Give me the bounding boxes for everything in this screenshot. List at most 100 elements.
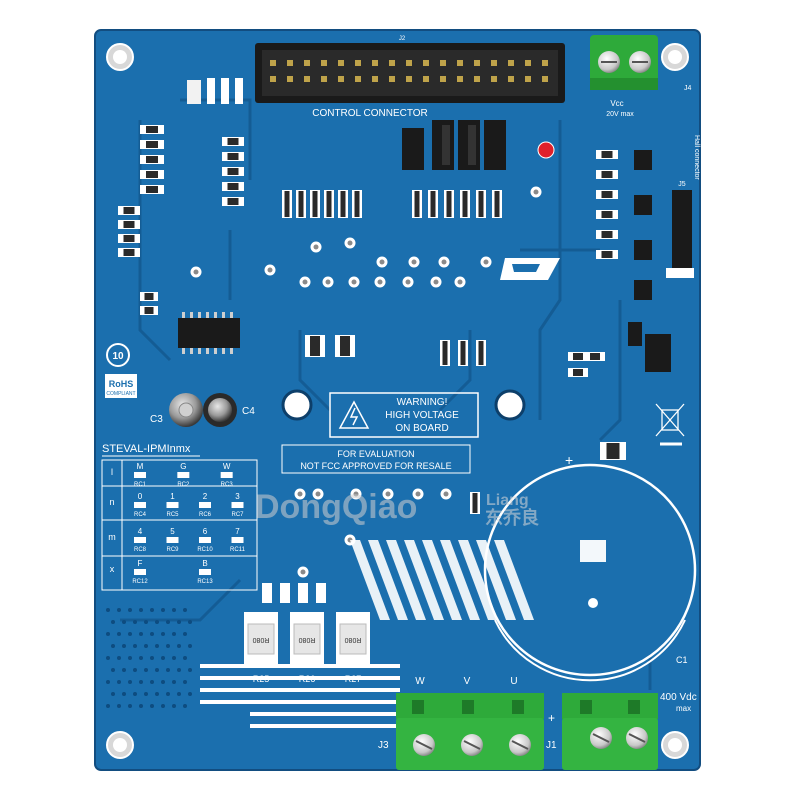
smd-part [470,492,480,514]
via [155,668,159,672]
power-pad [280,583,290,603]
test-point-center [483,259,489,265]
motor-terminal-j3: J3 [378,693,544,770]
option-ref: RC7 [231,512,244,518]
via [150,704,154,708]
smd-part [222,167,244,176]
c1-label: C1 [676,655,688,665]
via [161,656,165,660]
connector-pin [406,76,412,82]
power-pad [386,540,426,620]
smd-part [460,190,470,218]
via [106,608,110,612]
option-row-letter: m [108,532,116,542]
hall-connector-label: Hall connector [693,135,700,180]
smd-part [568,368,588,377]
option-code: 4 [138,527,143,536]
connector-pin [525,76,531,82]
test-point-center [379,259,385,265]
via [172,656,176,660]
via [188,620,192,624]
via [133,668,137,672]
smd-part [140,185,164,194]
j3-label: J3 [378,740,389,751]
connector-pin [372,76,378,82]
via [166,692,170,696]
shunt-body [339,623,367,655]
via [139,656,143,660]
connector-pin [321,60,327,66]
vcc-terminal: J4 Vcc 20V max [590,35,692,118]
via [128,608,132,612]
via [139,680,143,684]
connector-pin [389,76,395,82]
smd-part [222,197,244,206]
control-connector: J2 CONTROL CONNECTOR [255,36,565,119]
via [133,620,137,624]
smd-part [458,340,468,366]
via [172,704,176,708]
smd-part [140,292,158,301]
smd-part [335,335,355,357]
c3-label: C3 [150,414,163,425]
option-pad [199,569,211,575]
connector-pin [423,76,429,82]
option-table: lMRC1GRC2WRC3n0RC41RC52RC63RC7m4RC85RC96… [101,459,258,591]
svg-text:V: V [464,676,471,687]
weee-icon [655,403,685,446]
svg-text:W: W [415,676,425,687]
via [111,668,115,672]
connector-pin [338,60,344,66]
option-code: B [202,559,207,568]
via [128,632,132,636]
connector-pin [389,60,395,66]
option-code: F [138,559,143,568]
smd-part [118,220,140,229]
mounting-holes [106,43,689,759]
test-point-center [351,279,357,285]
power-pad [316,583,326,603]
test-point-center [405,279,411,285]
smd-part [140,306,158,315]
test-point-center [441,259,447,265]
via [144,644,148,648]
via [106,680,110,684]
test-point-center [533,189,539,195]
via [128,704,132,708]
hall-connector: J5 Hall connector [666,135,700,278]
smd-part [140,155,164,164]
option-code: 3 [235,492,240,501]
svg-text:FOR EVALUATION: FOR EVALUATION [337,449,414,459]
smd-part [428,190,438,218]
test-point-center [313,244,319,250]
option-code: 7 [235,527,240,536]
power-pad [404,540,444,620]
via [177,644,181,648]
hv-max-label: max [676,704,691,713]
warning-line-2: HIGH VOLTAGE [385,410,459,421]
connector-pin [542,60,548,66]
svg-text:DongQiao: DongQiao [255,488,417,526]
option-pad [166,502,179,508]
model-name: STEVAL-IPMInmx [102,443,191,455]
via [166,644,170,648]
option-ref: RC11 [230,547,246,553]
connector-pin [491,60,497,66]
warning-line-3: ON BOARD [395,423,448,434]
rohs-compliant: COMPLIANT [106,391,135,397]
via [122,668,126,672]
via [166,668,170,672]
vcc-label: Vcc [610,99,623,108]
warning-box: WARNING! HIGH VOLTAGE ON BOARD [329,392,479,438]
via [117,608,121,612]
via [155,692,159,696]
connector-pin [474,60,480,66]
via [117,632,121,636]
option-code: G [180,462,186,471]
red-led [537,141,555,159]
phase-labels: W V U [415,676,517,687]
option-pad [231,537,244,543]
smd-part [596,250,618,259]
smd-part [412,190,422,218]
